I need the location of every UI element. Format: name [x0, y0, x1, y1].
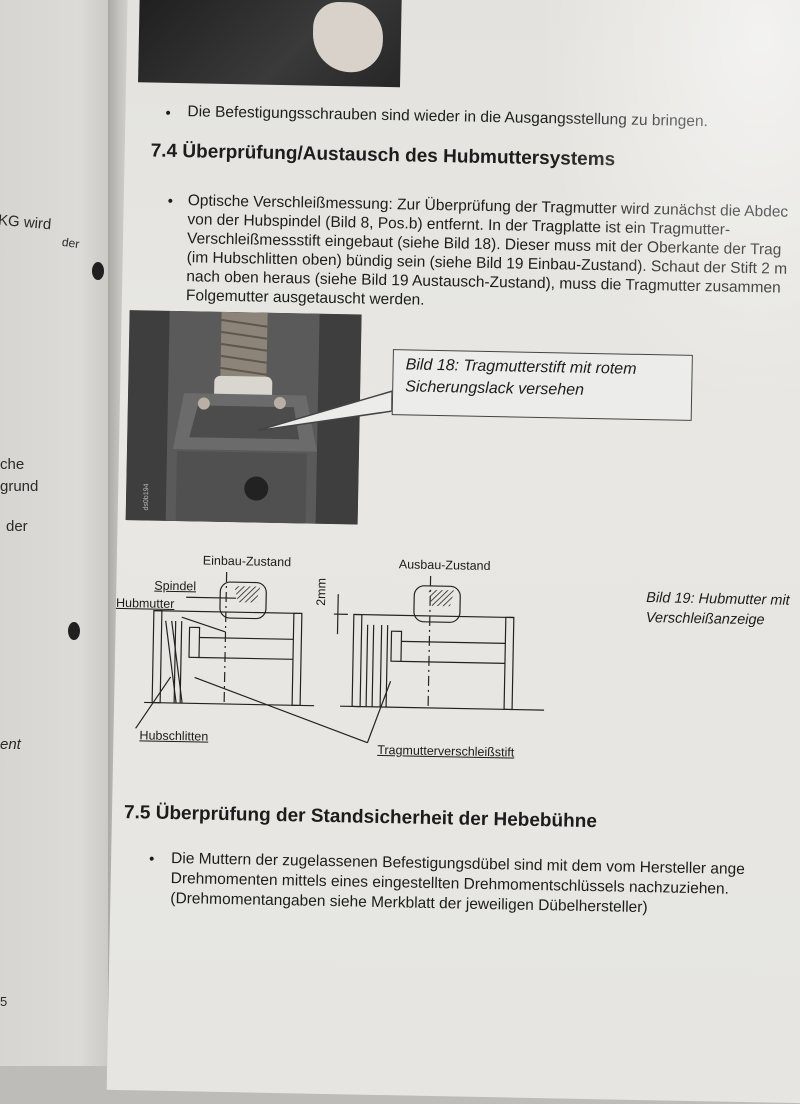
- diagram-drawing: [113, 570, 556, 758]
- figure-18-callout: Bild 18: Tragmutterstift mit rotem Siche…: [392, 349, 693, 421]
- callout-text: Bild 18: Tragmutterstift mit rotem: [405, 356, 636, 378]
- section-heading-7-4: 7.4 Überprüfung/Austausch des Hubmutters…: [151, 140, 616, 171]
- figure-19-caption: Bild 19: Hubmutter mit: [646, 590, 790, 609]
- bullet: •: [165, 105, 171, 122]
- figure-19-caption: Verschleißanzeige: [646, 610, 765, 628]
- left-fragment: 5: [0, 994, 7, 1009]
- bullet-text: Die Befestigungsschrauben sind wieder in…: [187, 102, 708, 131]
- left-fragment: che: [0, 456, 24, 473]
- left-fragment: KG wird: [0, 212, 52, 234]
- label-ausbau: Ausbau-Zustand: [399, 557, 491, 573]
- left-fragment: ent: [0, 736, 21, 753]
- figure-19-diagram: Einbau-Zustand Ausbau-Zustand Spindel Hu…: [113, 540, 800, 773]
- callout-pointer: [249, 386, 410, 449]
- binding-hole: [92, 262, 104, 280]
- manual-page: • Die Befestigungsschrauben sind wieder …: [107, 0, 800, 1103]
- label-einbau: Einbau-Zustand: [203, 554, 292, 570]
- left-fragment: der: [6, 518, 28, 535]
- section-heading-7-5: 7.5 Überprüfung der Standsicherheit der …: [124, 802, 597, 833]
- callout-text: Sicherungslack versehen: [405, 378, 584, 399]
- photo-code: ds0b194: [143, 483, 151, 510]
- photo-mounting-screws: [138, 0, 402, 87]
- bullet: •: [149, 851, 155, 868]
- binding-hole: [68, 622, 80, 640]
- left-fragment: grund: [0, 478, 38, 495]
- left-fragment: der: [61, 235, 80, 251]
- previous-page: KG wird der che grund der ent 5: [0, 0, 112, 1066]
- hand-image: [312, 2, 383, 73]
- bullet: •: [168, 193, 174, 210]
- paragraph-line: Folgemutter ausgetauscht werden.: [186, 286, 425, 310]
